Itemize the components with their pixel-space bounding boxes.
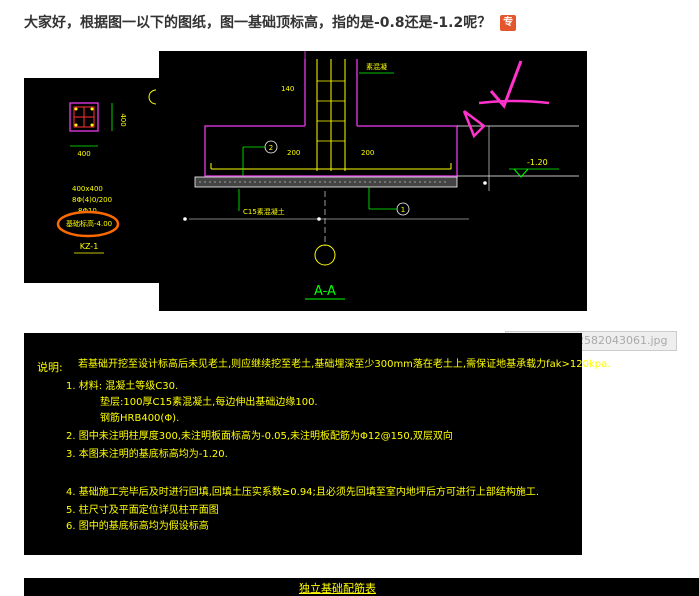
column-size: 400x400 (72, 185, 103, 193)
annotation-check-icon (489, 60, 523, 109)
section-mark-2: 2 (269, 144, 273, 152)
foundation-table-title: 独立基础配筋表 (299, 582, 376, 595)
foundation-table-panel: 独立基础配筋表 (24, 578, 699, 596)
notes-line-0: 若基础开挖至设计标高后未见老土,则应继续挖至老土,基础埋深至少300mm落在老土… (78, 359, 611, 370)
question-text: 大家好，根据图一以下的图纸，图一基础顶标高，指的是-0.8还是-1.2呢？ (24, 15, 492, 31)
column-dim-bottom: 400 (77, 150, 90, 158)
column-name: KZ-1 (80, 242, 99, 251)
pad-note: C15素混凝土 (243, 207, 285, 216)
foundation-section-drawing: -1.20 素混凝 140 200 200 2 1 C15素混凝土 A-A (183, 51, 579, 300)
expert-badge-icon[interactable]: 专 (500, 15, 517, 31)
design-notes-panel: 说明: 若基础开挖至设计标高后未见老土,则应继续挖至老土,基础埋深至少300mm… (24, 333, 610, 555)
notes-line-4: 2. 图中未注明柱厚度300,未注明板面标高为-0.05,未注明板配筋为Φ12@… (66, 431, 453, 442)
column-detail-panel: 400 400 400x400 8Φ(4)0/200 8Φ10 基础标高-4.0… (24, 78, 159, 283)
notes-line-6: 4. 基础施工完毕后及时进行回填,回填土压实系数≥0.94;且必须先回填至室内地… (66, 487, 540, 498)
notes-line-5: 3. 本图未注明的基底标高均为-1.20. (66, 449, 228, 460)
section-mark-1: 1 (401, 206, 405, 214)
column-top-elevation: 基础标高-4.00 (66, 219, 112, 228)
column-detail-drawing: 400 400 400x400 8Φ(4)0/200 8Φ10 基础标高-4.0… (56, 89, 157, 254)
notes-label: 说明: (37, 361, 63, 374)
highlight-circle (56, 210, 120, 238)
notes-line-7: 5. 柱尺寸及平面定位详见柱平面图 (66, 505, 219, 516)
section-elevation: -1.20 (527, 158, 548, 167)
post-question: 大家好，根据图一以下的图纸，图一基础顶标高，指的是-0.8还是-1.2呢？ 专 (24, 12, 517, 32)
foundation-section-panel: -1.20 素混凝 140 200 200 2 1 C15素混凝土 A-A (159, 51, 587, 311)
column-rebar: 8Φ(4)0/200 (72, 196, 112, 204)
notes-line-1: 1. 材料: 混凝土等级C30. (66, 381, 179, 392)
section-label-top: 素混凝 (366, 62, 387, 71)
notes-line-2: 垫层:100厚C15素混凝土,每边伸出基础边缘100. (100, 397, 318, 408)
section-title: A-A (314, 284, 336, 299)
annotation-triangle (462, 110, 486, 139)
section-dim-140: 140 (281, 85, 294, 93)
section-dim-200-left: 200 (287, 149, 300, 157)
section-dim-200-right: 200 (361, 149, 374, 157)
notes-line-3: 钢筋HRB400(Φ). (100, 413, 180, 424)
column-dim-side: 400 (119, 113, 127, 126)
notes-line-8: 6. 图中的基底标高均为假设标高 (66, 521, 209, 532)
